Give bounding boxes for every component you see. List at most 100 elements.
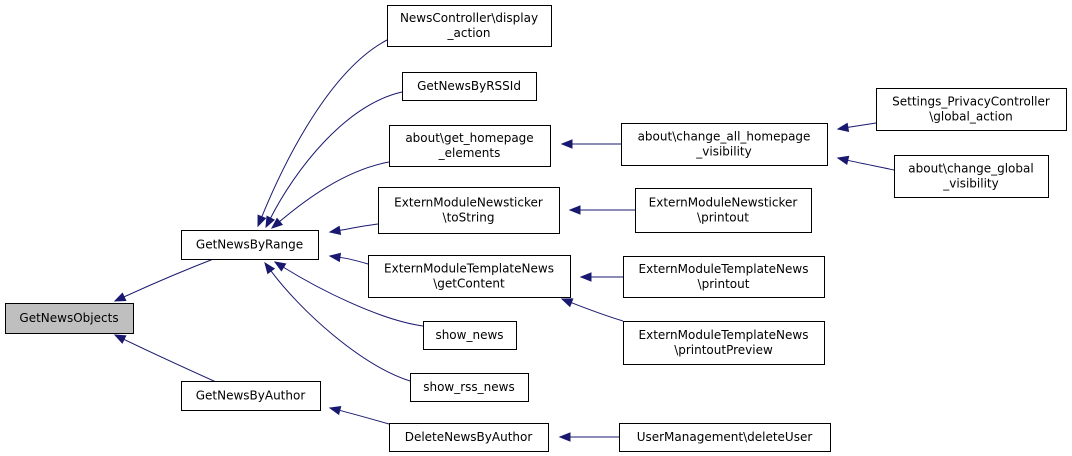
edge-delete-news-by-author-to-user-management-delete-user (558, 432, 619, 442)
arrowhead-icon (328, 405, 342, 416)
node-box (621, 123, 828, 166)
arrowhead-icon (113, 292, 127, 302)
node-settings-privacy-global-action[interactable]: Settings_PrivacyController\global_action (876, 88, 1067, 131)
node-box (876, 88, 1067, 131)
edge-line (269, 269, 411, 382)
node-about-change-all-homepage-visibility[interactable]: about\change_all_homepage_visibility (621, 123, 828, 166)
node-box (623, 321, 825, 365)
node-box (423, 321, 517, 350)
node-label: \printoutPreview (674, 343, 773, 357)
node-label: _elements (438, 146, 501, 160)
node-box (181, 230, 319, 260)
node-box (378, 187, 560, 234)
edge-line (338, 256, 369, 265)
node-label: ExternModuleNewsticker (649, 196, 798, 210)
node-get-news-objects[interactable]: GetNewsObjects (5, 303, 134, 334)
arrowhead-icon (568, 205, 581, 215)
node-get-news-by-rss-id[interactable]: GetNewsByRSSId (402, 72, 537, 101)
edge-get-news-by-range-to-show-news (273, 261, 424, 327)
edge-extern-template-getcontent-to-extern-template-printout (579, 272, 623, 282)
node-box (368, 255, 571, 298)
node-label: NewsController\display (400, 11, 538, 25)
node-label: ExternModuleTemplateNews (639, 328, 809, 342)
arrowhead-icon (558, 432, 571, 442)
node-user-management-delete-user[interactable]: UserManagement\deleteUser (619, 423, 831, 452)
node-extern-template-getcontent[interactable]: ExternModuleTemplateNews\getContent (368, 255, 571, 298)
arrowhead-icon (273, 261, 287, 272)
arrowhead-icon (113, 334, 127, 344)
node-box (389, 125, 551, 167)
node-box (410, 373, 529, 402)
node-label: ExternModuleNewsticker (394, 196, 543, 210)
node-box (402, 72, 537, 101)
node-label: _visibility (942, 177, 998, 191)
edge-line (282, 266, 424, 327)
node-box (389, 423, 549, 452)
edges-layer (113, 39, 895, 442)
node-box (387, 5, 552, 47)
node-extern-template-printout-preview[interactable]: ExternModuleTemplateNews\printoutPreview (623, 321, 825, 365)
edge-get-news-by-range-to-about-get-homepage-elements (270, 161, 390, 229)
arrowhead-icon (265, 215, 275, 229)
edge-about-change-all-homepage-visibility-to-about-change-global-visibility (836, 155, 895, 171)
node-label: show_rss_news (423, 380, 515, 394)
node-about-change-global-visibility[interactable]: about\change_global_visibility (894, 155, 1049, 198)
edge-extern-template-getcontent-to-extern-template-printout-preview (560, 298, 624, 322)
node-label: \toString (443, 211, 495, 225)
node-delete-news-by-author[interactable]: DeleteNewsByAuthor (389, 423, 549, 452)
edge-line (122, 257, 217, 298)
edge-get-news-by-range-to-extern-template-getcontent (328, 252, 369, 265)
node-label: GetNewsByRSSId (417, 79, 521, 93)
edge-get-news-objects-to-get-news-by-author (113, 334, 217, 383)
node-label: DeleteNewsByAuthor (405, 430, 533, 444)
node-show-rss-news[interactable]: show_rss_news (410, 373, 529, 402)
edge-line (570, 301, 624, 322)
node-label: \printout (697, 211, 749, 225)
node-label: UserManagement\deleteUser (637, 430, 813, 444)
edge-about-get-homepage-elements-to-about-change-all-homepage-visibility (560, 139, 621, 149)
arrowhead-icon (257, 214, 267, 228)
node-get-news-by-author[interactable]: GetNewsByAuthor (181, 381, 321, 411)
node-box (623, 256, 825, 298)
node-news-controller-display[interactable]: NewsController\display_action (387, 5, 552, 47)
edge-line (846, 122, 877, 129)
node-extern-newsticker-printout[interactable]: ExternModuleNewsticker\printout (635, 188, 812, 233)
arrowhead-icon (579, 272, 592, 282)
node-box (635, 188, 812, 233)
node-label: about\change_all_homepage (638, 130, 811, 144)
edge-line (338, 223, 379, 232)
node-label: GetNewsObjects (19, 311, 118, 325)
node-label: show_news (435, 328, 503, 342)
edge-line (122, 338, 217, 383)
arrowhead-icon (836, 122, 850, 132)
arrowhead-icon (264, 261, 276, 275)
node-get-news-by-range[interactable]: GetNewsByRange (181, 230, 319, 260)
edge-line (260, 39, 388, 218)
node-label: \printout (698, 277, 750, 291)
arrowhead-icon (270, 217, 284, 229)
node-extern-template-printout[interactable]: ExternModuleTemplateNews\printout (623, 256, 825, 298)
node-label: about\get_homepage (405, 131, 533, 145)
node-extern-newsticker-tostring[interactable]: ExternModuleNewsticker\toString (378, 187, 560, 234)
edge-line (269, 91, 403, 220)
node-label: GetNewsByRange (196, 238, 303, 252)
node-show-news[interactable]: show_news (423, 321, 517, 350)
arrowhead-icon (328, 252, 342, 263)
edge-get-news-by-range-to-get-news-by-rss-id (265, 91, 403, 229)
edge-get-news-by-range-to-show-rss-news (264, 261, 411, 382)
node-label: ExternModuleTemplateNews (639, 262, 809, 276)
node-box (894, 155, 1049, 198)
node-label: GetNewsByAuthor (196, 389, 306, 403)
nodes-layer: GetNewsObjects GetNewsByRangeGetNewsByAut… (5, 5, 1067, 452)
node-label: ExternModuleTemplateNews (384, 262, 554, 276)
edge-get-news-objects-to-get-news-by-range (113, 257, 217, 302)
node-about-get-homepage-elements[interactable]: about\get_homepage_elements (389, 125, 551, 167)
edge-get-news-by-range-to-extern-newsticker-tostring (328, 223, 379, 235)
edge-extern-newsticker-tostring-to-extern-newsticker-printout (568, 205, 635, 215)
edge-get-news-by-range-to-news-controller-display (257, 39, 388, 228)
arrowhead-icon (836, 155, 850, 166)
node-box (619, 423, 831, 452)
arrowhead-icon (328, 225, 342, 235)
node-box (5, 303, 134, 334)
